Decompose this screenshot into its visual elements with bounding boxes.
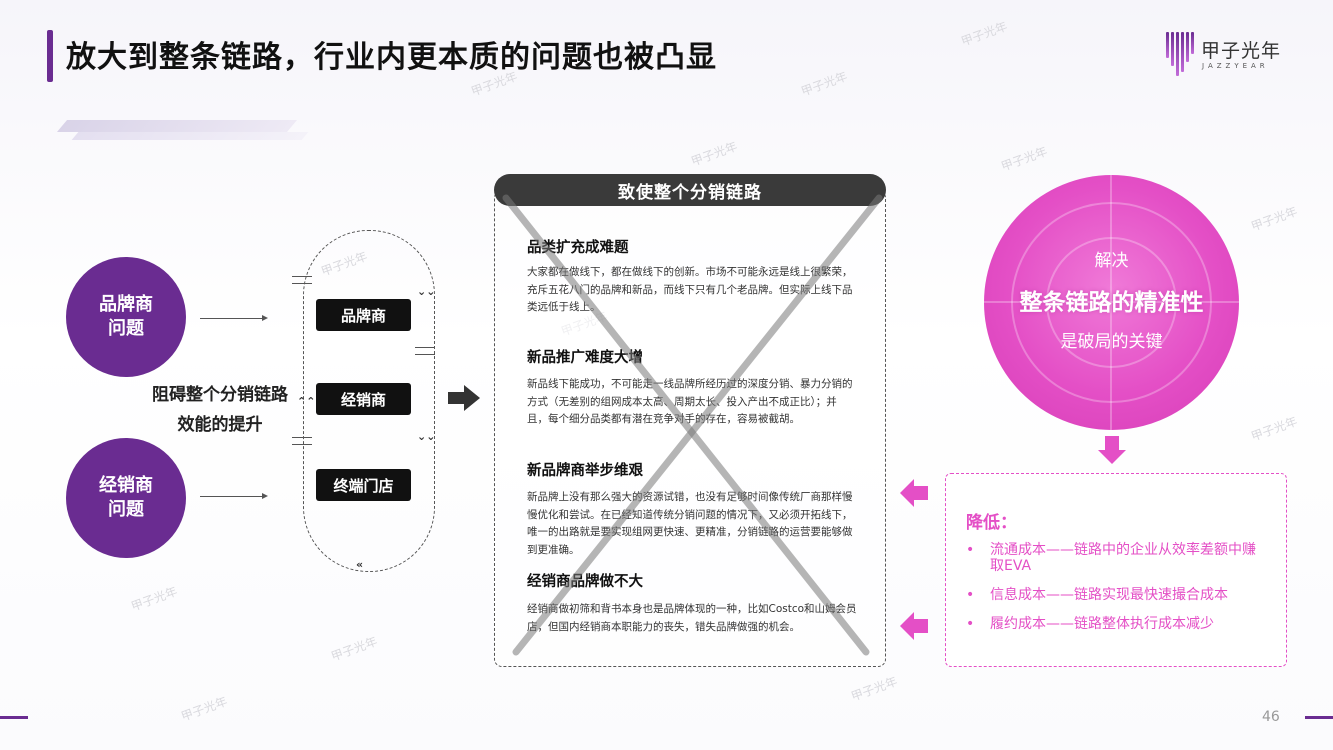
center-panel — [494, 190, 886, 667]
section-title: 经销商品牌做不大 — [527, 574, 643, 590]
reduce-item: •履约成本——链路整体执行成本减少 — [966, 616, 1266, 632]
section-body: 大家都在做线下，都在做线下的创新。市场不可能永远是线上很繁荣，充斥五花八门的品牌… — [527, 266, 853, 313]
center-panel-header: 致使整个分销链路 — [494, 174, 886, 206]
chevron-down-icon: ⌄⌄ — [417, 285, 436, 298]
key-circle-main-text: 整条链路的精准性 — [1019, 290, 1204, 316]
loop-tick-mark — [292, 437, 312, 445]
key-circle — [984, 175, 1239, 430]
decorative-ribbon — [71, 132, 309, 140]
watermark: 甲子光年 — [129, 584, 180, 614]
key-circle-top-text: 解决 — [1094, 251, 1129, 271]
section-title: 新品推广难度大增 — [527, 350, 643, 366]
watermark: 甲子光年 — [329, 634, 380, 664]
reduce-item-text: 流通成本——链路中的企业从效率差额中赚取EVA — [990, 542, 1256, 574]
brand-problem-label: 品牌商 问题 — [99, 294, 153, 339]
page-number: 46 — [1262, 709, 1280, 725]
chevron-down-icon: ⌄⌄ — [417, 430, 436, 443]
key-circle-bottom-text: 是破局的关键 — [1060, 332, 1163, 352]
block-text-line2: 效能的提升 — [177, 415, 263, 435]
section-body: 新品牌上没有那么强大的资源试错，也没有足够时间像传统厂商那样慢慢优化和尝试。在已… — [527, 491, 853, 556]
dealer-problem-label: 经销商 问题 — [99, 475, 153, 520]
reduce-item-text: 履约成本——链路整体执行成本减少 — [990, 616, 1214, 632]
arrow-right-icon — [200, 493, 268, 499]
watermark: 甲子光年 — [179, 694, 230, 724]
footer-accent-right — [1305, 716, 1333, 719]
reduce-panel-title: 降低： — [966, 513, 1017, 533]
chain-item-brand: 品牌商 — [316, 299, 411, 331]
watermark: 甲子光年 — [689, 139, 740, 169]
title-accent-bar — [47, 30, 53, 82]
block-text: 阻碍整个分销链路 效能的提升 — [140, 380, 300, 440]
chevron-up-icon: ⌃⌃ — [297, 395, 316, 408]
logo-text-cn: 甲子光年 — [1201, 40, 1282, 62]
logo-text-en: JAZZYEAR — [1202, 62, 1269, 70]
reduce-panel — [945, 473, 1287, 667]
arrow-right-icon — [200, 315, 268, 321]
dealer-problem-circle: 经销商 问题 — [66, 438, 186, 558]
chain-loop — [303, 230, 435, 572]
footer-accent-left — [0, 716, 28, 719]
reduce-item-text: 信息成本——链路实现最快速撮合成本 — [990, 587, 1228, 603]
chain-item-dealer: 经销商 — [316, 383, 411, 415]
chain-item-store: 终端门店 — [316, 469, 411, 501]
watermark: 甲子光年 — [799, 69, 850, 99]
watermark: 甲子光年 — [999, 144, 1050, 174]
reduce-item: •信息成本——链路实现最快速撮合成本 — [966, 587, 1266, 603]
block-text-line1: 阻碍整个分销链路 — [152, 385, 288, 405]
section-title: 新品牌商举步维艰 — [527, 463, 643, 479]
chevron-left-icon: « — [356, 558, 364, 571]
logo-mark-icon — [1165, 30, 1195, 80]
watermark: 甲子光年 — [849, 674, 900, 704]
section-body: 经销商做初筛和背书本身也是品牌体现的一种，比如Costco和山姆会员店，但国内经… — [527, 603, 857, 633]
reduce-item: •流通成本——链路中的企业从效率差额中赚取EVA — [966, 542, 1266, 574]
section-body: 新品线下能成功，不可能走一线品牌所经历过的深度分销、暴力分销的方式（无差别的组网… — [527, 378, 853, 425]
decorative-ribbon — [56, 120, 298, 132]
section-title: 品类扩充成难题 — [527, 240, 629, 256]
watermark: 甲子光年 — [1249, 204, 1300, 234]
loop-tick-mark — [415, 347, 435, 355]
brand-problem-circle: 品牌商 问题 — [66, 257, 186, 377]
loop-tick-mark — [292, 276, 312, 284]
logo: 甲子光年 JAZZYEAR — [1165, 30, 1295, 80]
watermark: 甲子光年 — [1249, 414, 1300, 444]
page-title: 放大到整条链路，行业内更本质的问题也被凸显 — [66, 40, 717, 75]
watermark: 甲子光年 — [959, 19, 1010, 49]
